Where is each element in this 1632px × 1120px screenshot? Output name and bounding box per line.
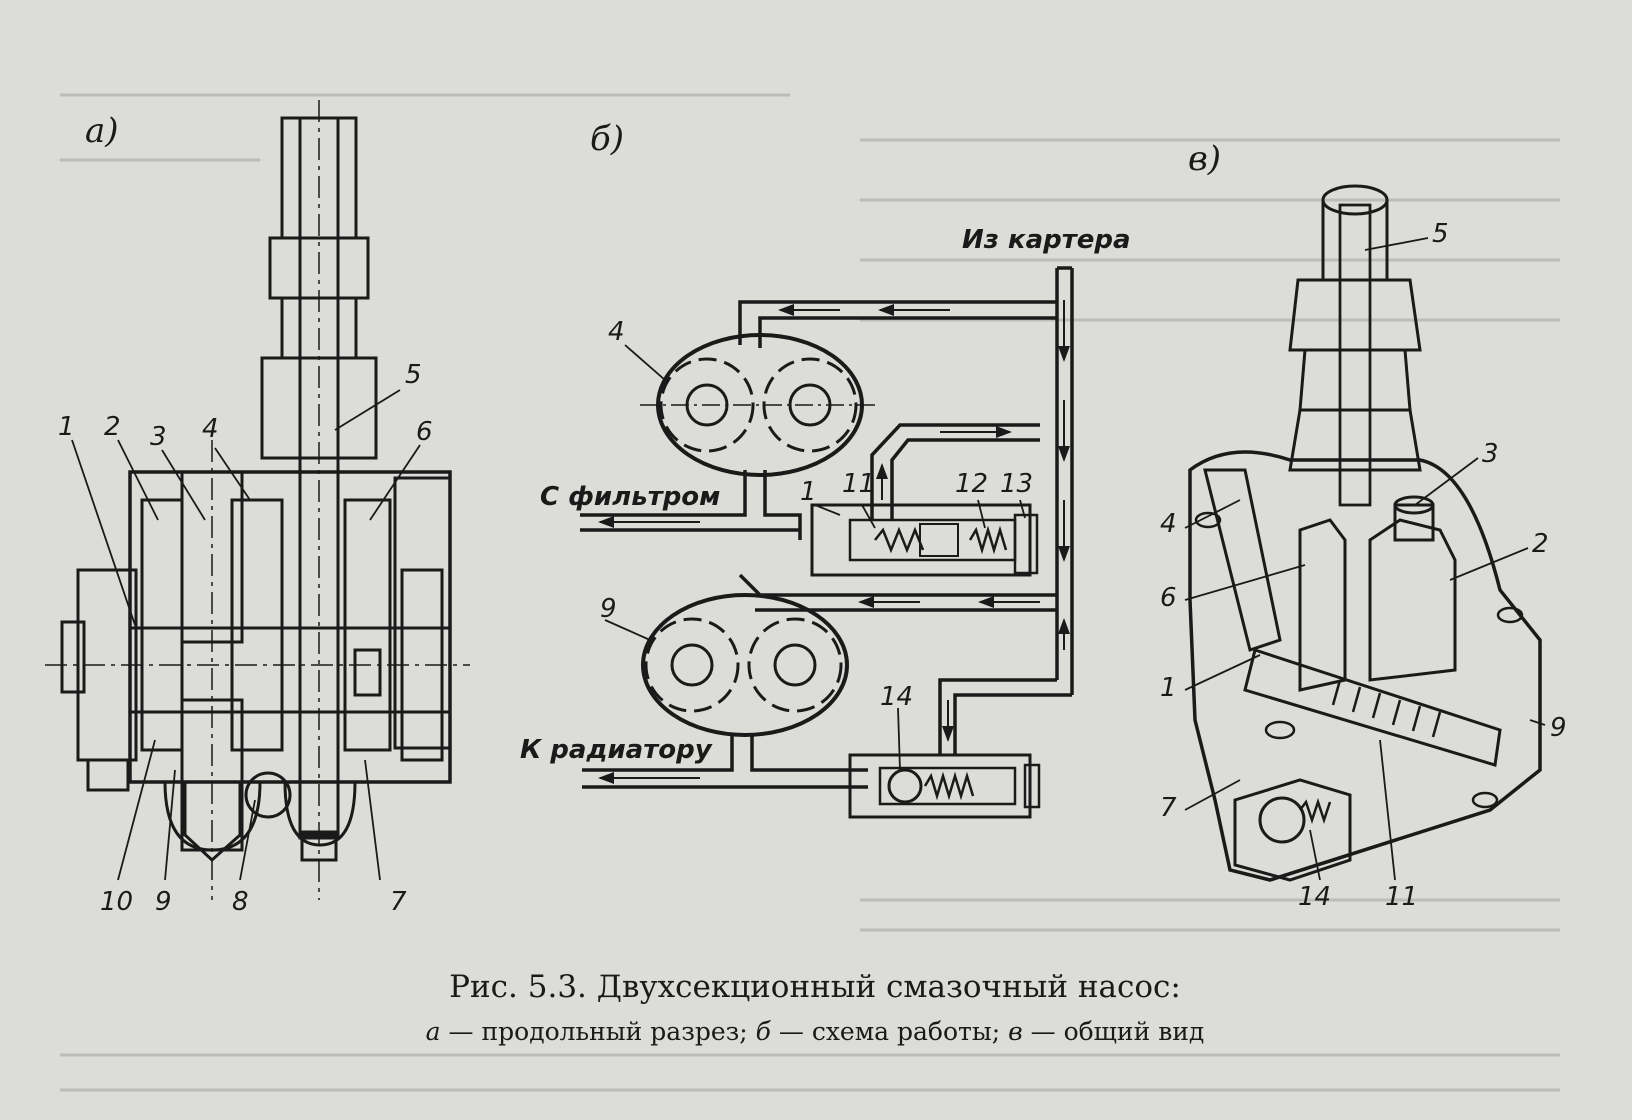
safety-valve	[848, 753, 1041, 819]
callout-a-4: 4	[202, 414, 219, 444]
callout-b-14: 14	[880, 682, 913, 712]
callout-a-5: 5	[405, 360, 422, 390]
callout-b-4: 4	[608, 317, 625, 347]
callout-b-1: 1	[800, 477, 817, 507]
panel-label-b: б)	[590, 119, 624, 159]
callout-a-9: 9	[155, 887, 172, 917]
caption-subtitle: а — продольный разрез; б — схема работы;…	[426, 1017, 1205, 1046]
caption-letter-c: в	[1008, 1017, 1023, 1046]
callout-c-7: 7	[1160, 793, 1177, 823]
callout-c-2: 2	[1532, 529, 1549, 559]
figure-caption: Рис. 5.3. Двухсекционный смазочный насос…	[426, 969, 1205, 1046]
callout-c-14: 14	[1298, 882, 1331, 912]
callout-a-6: 6	[416, 417, 433, 447]
callout-a-1: 1	[58, 412, 75, 442]
callout-b-11: 11	[842, 469, 875, 499]
panel-label-c: в)	[1188, 139, 1221, 179]
diagram-c-general-view: в)	[1160, 139, 1567, 912]
background-text-ghost	[60, 93, 1560, 1092]
diagram-b-scheme: б) Из картера С фильтром К радиатору	[520, 119, 1131, 819]
diagram-a-section: а)	[45, 100, 470, 917]
callout-a-7: 7	[390, 887, 407, 917]
pressure-reducing-valve	[810, 503, 1039, 577]
callout-c-11: 11	[1385, 882, 1418, 912]
callout-b-12: 12	[955, 469, 988, 499]
callout-a-3: 3	[150, 422, 167, 452]
label-to-radiator: К радиатору	[520, 735, 713, 765]
callout-b-9: 9	[600, 594, 617, 624]
callout-c-1: 1	[1160, 673, 1177, 703]
caption-text-c: — общий вид	[1023, 1017, 1205, 1046]
upper-gear-pump	[640, 333, 875, 477]
caption-letter-b: б	[756, 1017, 772, 1046]
panel-label-a: а)	[85, 111, 119, 151]
callout-c-4: 4	[1160, 509, 1177, 539]
callout-c-5: 5	[1432, 219, 1449, 249]
lower-gear-pump	[641, 593, 849, 737]
caption-letter-a: а	[426, 1017, 441, 1046]
label-from-crankcase: Из картера	[962, 225, 1131, 255]
caption-title: Рис. 5.3. Двухсекционный смазочный насос…	[449, 969, 1181, 1005]
callout-c-6: 6	[1160, 583, 1177, 613]
callout-c-9: 9	[1550, 713, 1567, 743]
callout-c-3: 3	[1482, 439, 1499, 469]
label-with-filter: С фильтром	[540, 482, 720, 512]
callout-a-10: 10	[100, 887, 133, 917]
caption-text-b: — схема работы;	[771, 1017, 1008, 1046]
caption-text-a: — продольный разрез;	[441, 1017, 756, 1046]
callout-b-13: 13	[1000, 469, 1033, 499]
callout-a-2: 2	[104, 412, 121, 442]
callout-a-8: 8	[232, 887, 249, 917]
